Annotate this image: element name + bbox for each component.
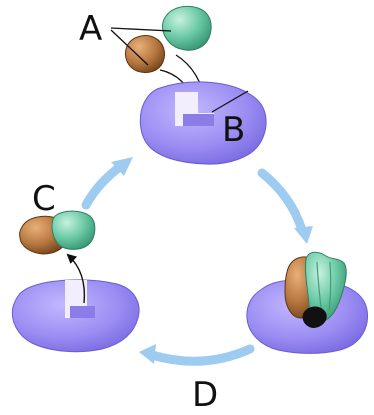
substrate-green-free: [161, 5, 212, 51]
enzyme-bottom-left: [11, 279, 140, 353]
label-d: D: [192, 375, 218, 415]
label-a: A: [79, 9, 102, 49]
product-complex: [19, 210, 96, 255]
substrate-brown-free: [124, 35, 166, 74]
label-b-pointer: [211, 90, 249, 113]
cycle-arrow-left: [81, 157, 133, 210]
label-a-pointers: [110, 27, 172, 66]
cycle-arrow-right: [257, 168, 313, 244]
label-c: C: [32, 179, 56, 219]
enzyme-substrate-complex: [246, 251, 369, 354]
cycle-arrows: [81, 157, 313, 366]
release-arrow: [66, 253, 86, 304]
label-b: B: [222, 110, 245, 150]
cycle-arrow-bottom: [139, 344, 255, 366]
enzyme-top: [139, 81, 267, 165]
